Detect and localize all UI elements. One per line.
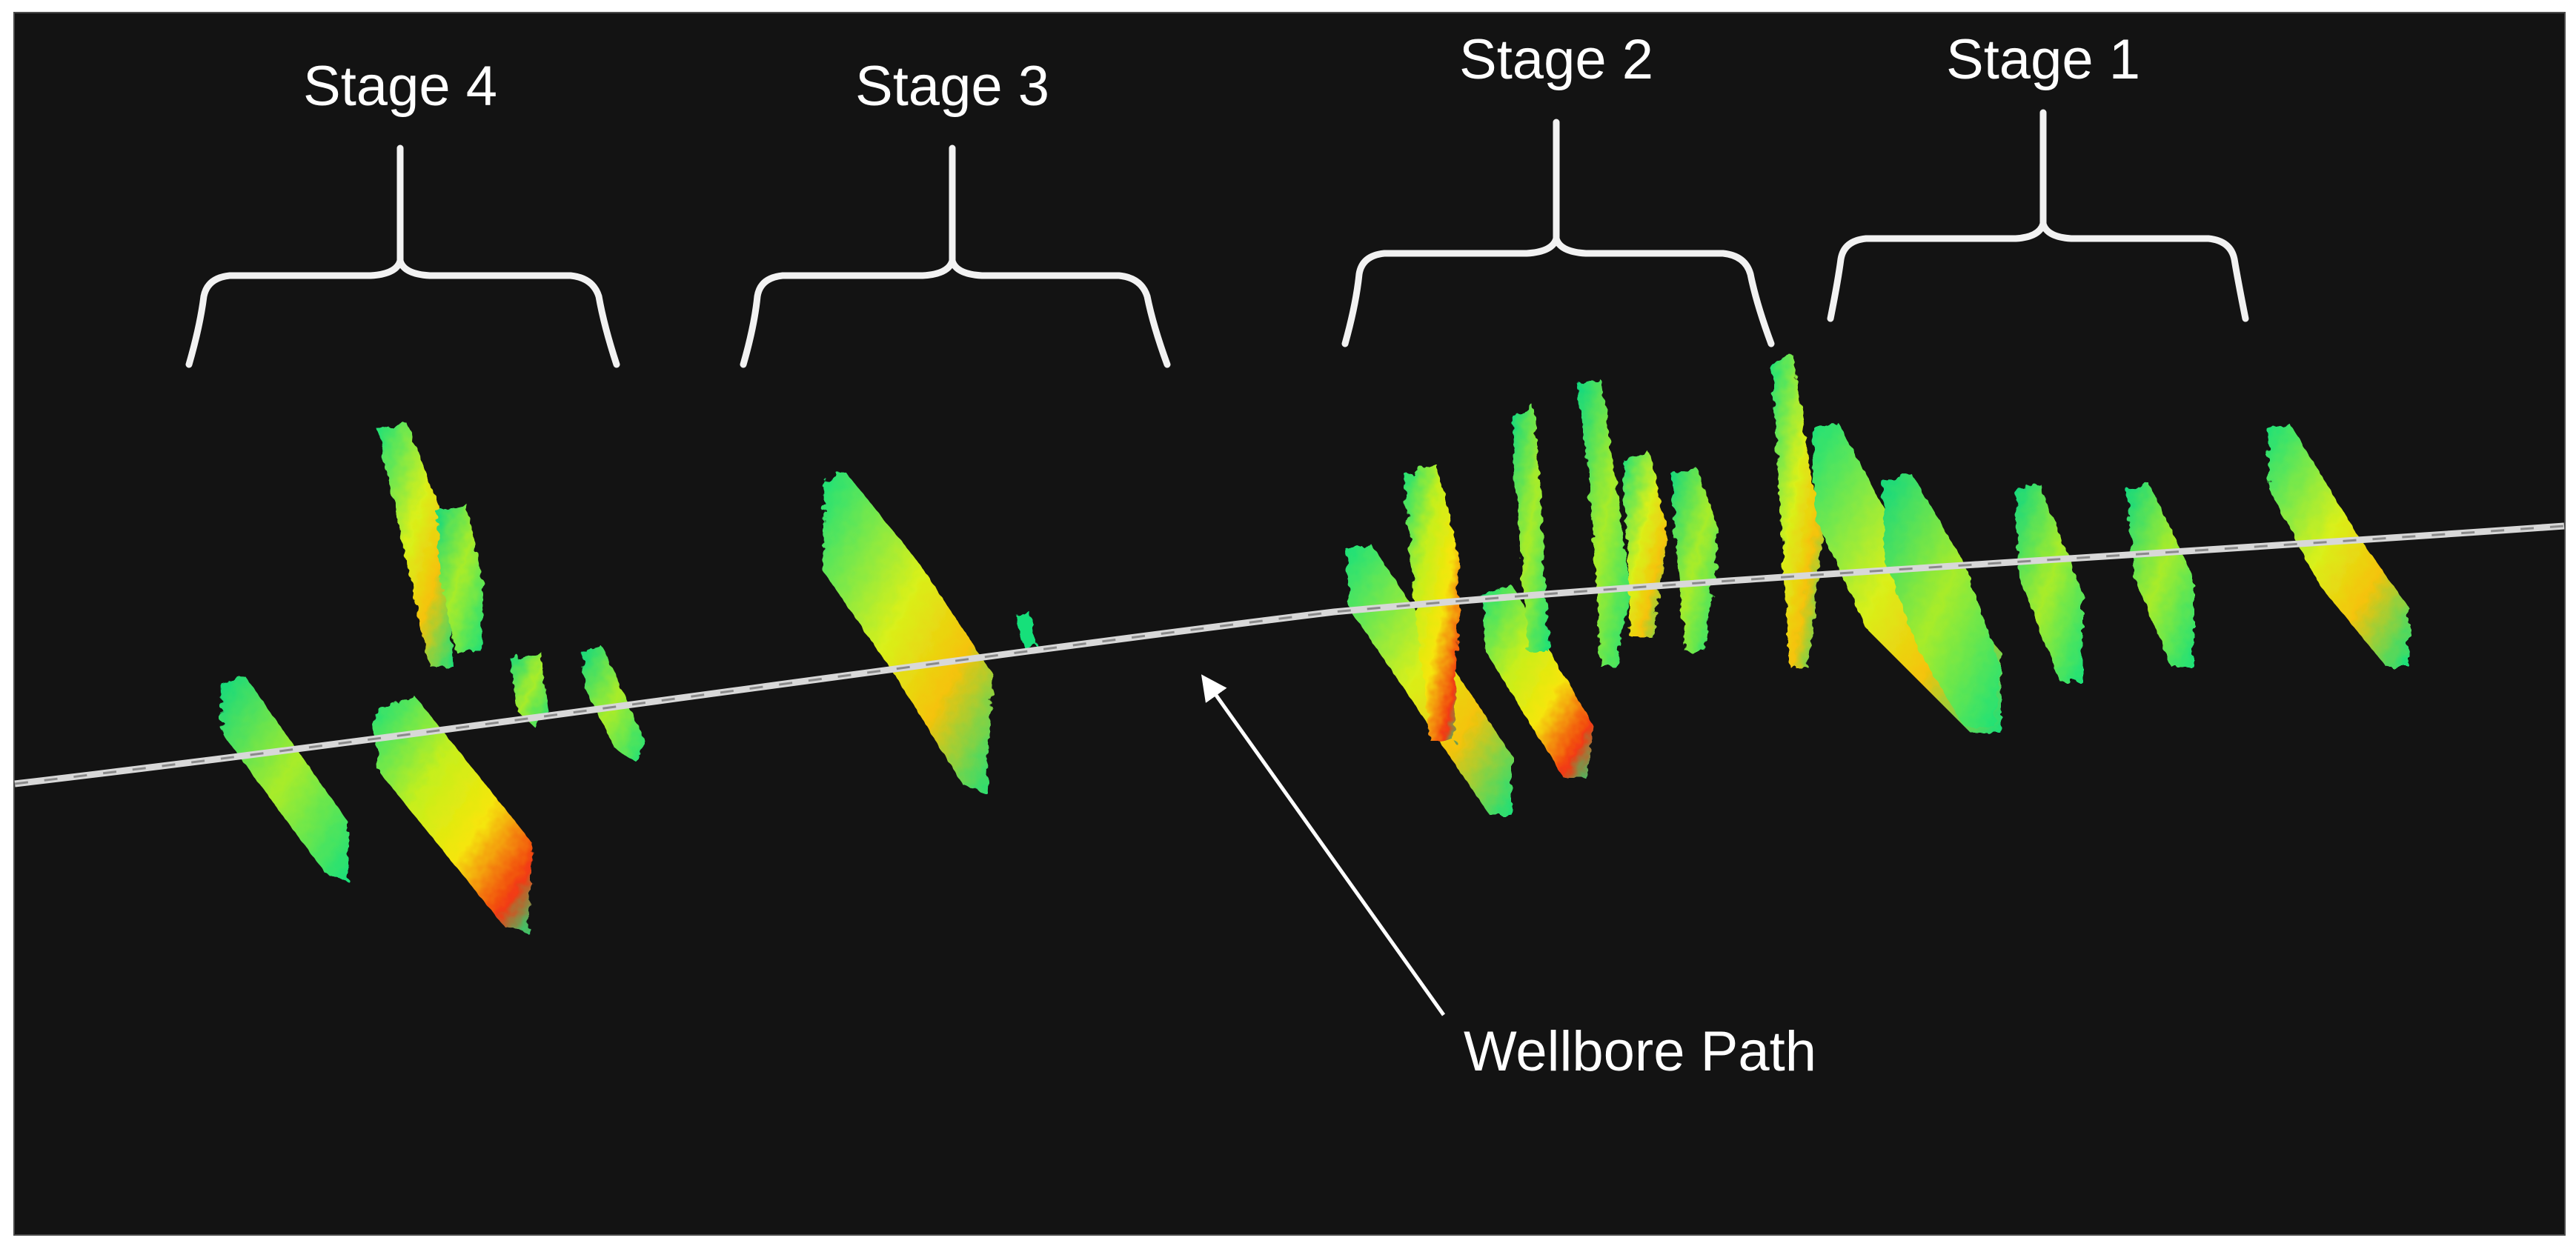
wellbore-path	[14, 522, 2565, 788]
event-plane	[378, 422, 454, 667]
bracket-stage-1	[1827, 109, 2249, 322]
event-plane	[1579, 379, 1630, 667]
event-plane	[374, 696, 534, 933]
wellbore-path-label: Wellbore Path	[1464, 1020, 1816, 1083]
wellbore-line-dash	[14, 525, 2565, 785]
event-plane	[2127, 483, 2194, 667]
event-plane	[436, 504, 483, 652]
event-plane	[511, 652, 548, 726]
bracket-stage-3	[740, 144, 1171, 368]
event-plane	[1671, 468, 1719, 652]
annotation-arrow	[1201, 674, 1446, 1016]
event-cluster-stage-4	[221, 422, 645, 933]
event-cluster-stage-1	[1812, 422, 2409, 733]
stage-label-1: Stage 1	[1946, 28, 2140, 91]
stage-labels: Stage 4 Stage 3 Stage 2 Stage 1	[303, 28, 2140, 118]
event-cluster-stage-2	[1347, 356, 1823, 815]
event-cluster-stage-3	[823, 471, 1038, 793]
stage-brackets	[185, 109, 2249, 368]
stage-label-4: Stage 4	[303, 55, 497, 118]
event-clouds	[221, 356, 2409, 933]
bracket-stage-2	[1341, 119, 1775, 347]
event-plane	[823, 471, 993, 793]
event-plane	[1623, 452, 1667, 637]
event-plane	[2268, 424, 2409, 667]
stage-label-2: Stage 2	[1459, 28, 1653, 91]
wellbore-annotation: Wellbore Path	[1201, 674, 1816, 1083]
event-plane	[1512, 406, 1549, 652]
event-plane	[221, 676, 348, 882]
event-plane	[1482, 585, 1593, 778]
event-plane	[2016, 483, 2082, 682]
bracket-stage-4	[185, 144, 620, 368]
stage-label-3: Stage 3	[855, 55, 1049, 118]
event-plane	[1015, 612, 1038, 649]
event-plane	[1771, 356, 1823, 667]
event-plane	[1882, 474, 2001, 726]
